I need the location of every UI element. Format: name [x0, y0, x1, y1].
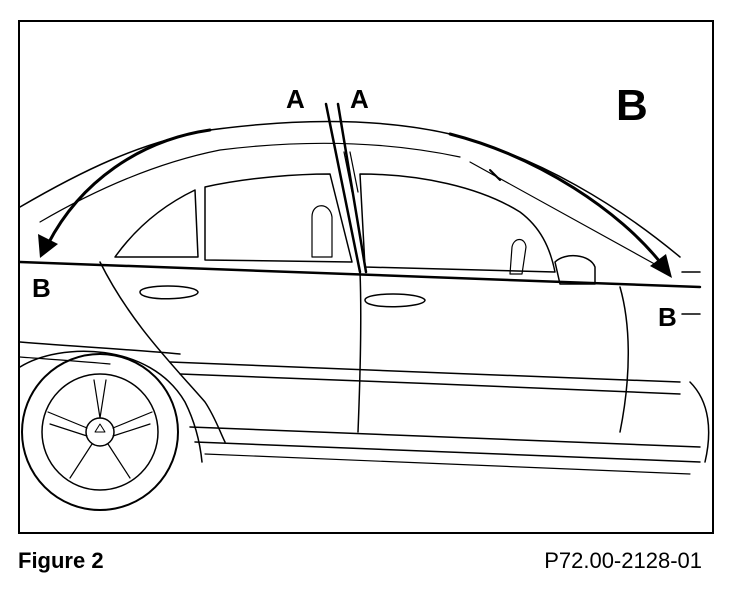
- car-roof-inner: [39, 142, 461, 223]
- beltline-b-b: [20, 260, 702, 289]
- front-door-handle: [364, 293, 426, 308]
- arrow-b-left: [46, 128, 212, 246]
- rear-door-handle: [139, 285, 199, 300]
- figure-code: P72.00-2128-01: [544, 548, 702, 573]
- rocker-panel-1: [189, 426, 701, 448]
- front-fender-edge: [689, 381, 710, 463]
- arrow-b-left-head: [38, 234, 58, 258]
- label-b-left: B: [32, 273, 51, 303]
- label-b-large: B: [616, 81, 648, 130]
- rear-door-seam: [99, 261, 226, 443]
- body-moulding-2: [179, 373, 681, 395]
- rocker-panel-2: [194, 441, 701, 463]
- rear-door-window: [204, 173, 353, 263]
- rear-bumper-line-2: [20, 356, 111, 365]
- side-mirror: [554, 255, 596, 285]
- windshield-edge: [469, 161, 661, 268]
- arrow-b-right-head: [650, 254, 672, 278]
- b-pillar-door-seam: [357, 271, 362, 433]
- b-pillar-line-2: [336, 102, 368, 274]
- label-a-right: A: [350, 84, 369, 114]
- figure-frame: A A B B B: [18, 20, 714, 534]
- b-pillar-line-1: [324, 102, 362, 274]
- car-side-illustration: [20, 102, 710, 511]
- label-a-left: A: [286, 84, 305, 114]
- arrow-b-right: [448, 132, 662, 264]
- rear-headrest: [311, 205, 333, 258]
- windshield-edge-2: [489, 169, 501, 181]
- car-roof-outline: [20, 120, 681, 258]
- front-headrest: [509, 238, 527, 275]
- b-pillar-line-4: [349, 151, 359, 193]
- front-door-window: [359, 173, 556, 273]
- rear-wheel-arch: [20, 350, 203, 463]
- rear-bumper-line: [20, 341, 181, 355]
- rear-quarter-window: [114, 189, 199, 258]
- rear-wheel: [21, 353, 179, 511]
- body-moulding-1: [169, 361, 681, 383]
- rocker-panel-3: [204, 453, 691, 475]
- b-pillar-line-3: [343, 151, 353, 193]
- front-door-seam: [619, 286, 630, 433]
- figure-caption: Figure 2: [18, 548, 104, 573]
- label-b-right: B: [658, 302, 677, 332]
